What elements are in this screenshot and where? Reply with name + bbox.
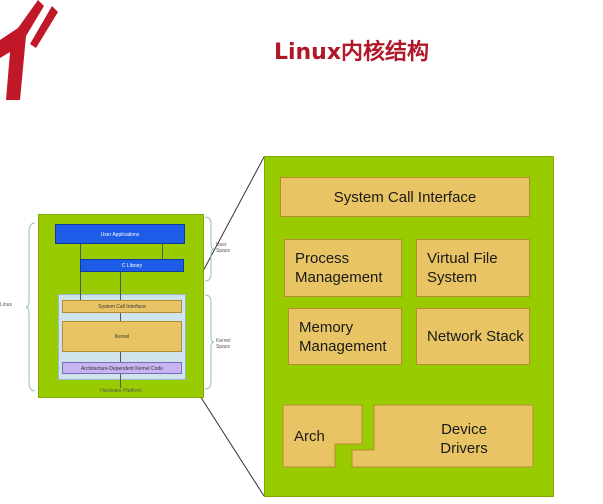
- c-library-block: C Library: [80, 259, 184, 272]
- hardware-platform-label: Hardware Platform: [100, 388, 142, 394]
- linux-label: Linux: [0, 302, 12, 308]
- connector: [162, 244, 163, 260]
- connector: [80, 244, 81, 304]
- connector: [120, 313, 121, 321]
- system-call-interface-box: System Call Interface: [280, 177, 530, 217]
- red-arrow-logo-icon: [0, 0, 58, 100]
- arch-drivers-shapes: [282, 404, 534, 468]
- small-system-call-interface-block: System Call Interface: [62, 300, 182, 313]
- device-drivers-label: Device Drivers: [440, 421, 488, 457]
- brace-user-space: [204, 216, 214, 282]
- process-management-box: Process Management: [284, 239, 402, 297]
- kernel-space-label: Kernel Space: [216, 338, 231, 350]
- connector: [120, 352, 121, 362]
- user-applications-block: User Applications: [55, 224, 185, 244]
- kernel-block: Kernel: [62, 321, 182, 352]
- connector: [120, 272, 121, 300]
- page-title: Linux内核结构: [273, 40, 430, 65]
- brace-kernel-space: [204, 294, 214, 390]
- arch-code-block: Architecture-Dependent Kernel Code: [62, 362, 182, 374]
- memory-management-box: Memory Management: [288, 308, 402, 365]
- arch-label: Arch: [294, 428, 325, 445]
- connector: [120, 374, 121, 388]
- user-space-label: User Space: [216, 242, 231, 254]
- network-stack-box: Network Stack: [416, 308, 530, 365]
- brace-linux: [26, 222, 36, 392]
- virtual-file-system-box: Virtual File System: [416, 239, 530, 297]
